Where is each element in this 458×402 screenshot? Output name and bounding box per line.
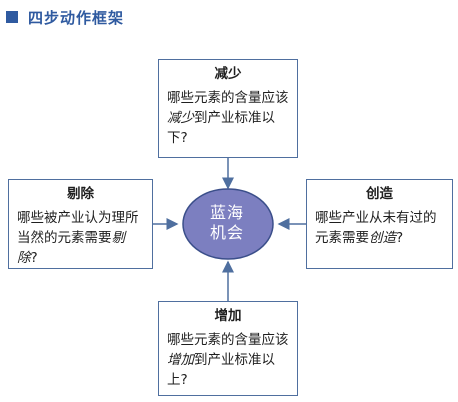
create-title: 创造	[366, 186, 393, 202]
section-header: 四步动作框架	[6, 6, 124, 28]
blue-ocean-ellipse	[182, 188, 274, 260]
center-label-line1: 蓝海	[209, 203, 244, 222]
center-label-line2: 机会	[209, 223, 244, 242]
eliminate-question: 哪些被产业认为理所当然的元素需要剔除?	[17, 208, 144, 268]
raise-title: 增加	[214, 308, 242, 324]
create-question: 哪些产业从未有过的元素需要创造?	[315, 208, 444, 248]
reduce-title: 减少	[214, 66, 242, 82]
reduce-question: 哪些元素的含量应该减少到产业标准以下?	[167, 88, 289, 148]
reduce-emphasis: 减少	[167, 110, 194, 126]
eliminate-box: 剔除 哪些被产业认为理所当然的元素需要剔除?	[8, 179, 153, 269]
raise-text-after: 到产业标准以上?	[167, 352, 275, 388]
reduce-box: 减少 哪些元素的含量应该减少到产业标准以下?	[158, 59, 298, 158]
raise-emphasis: 增加	[167, 352, 194, 368]
eliminate-text-before: 哪些被产业认为理所当然的元素需要	[17, 210, 139, 246]
create-text-before: 哪些产业从未有过的元素需要	[315, 210, 437, 246]
raise-question: 哪些元素的含量应该增加到产业标准以上?	[167, 330, 289, 390]
center-label: 蓝海 机会	[183, 194, 271, 252]
eliminate-title: 剔除	[67, 186, 94, 202]
reduce-text-after: 到产业标准以下?	[167, 110, 275, 146]
create-box: 创造 哪些产业从未有过的元素需要创造?	[306, 179, 453, 269]
create-emphasis: 创造	[369, 230, 396, 246]
reduce-text-before: 哪些元素的含量应该	[167, 90, 289, 106]
eliminate-text-after: ?	[30, 250, 38, 266]
create-text-after: ?	[396, 230, 404, 246]
raise-text-before: 哪些元素的含量应该	[167, 332, 289, 348]
raise-box: 增加 哪些元素的含量应该增加到产业标准以上?	[158, 301, 298, 396]
bullet-square-icon	[6, 11, 18, 23]
eliminate-emphasis: 剔除	[17, 230, 125, 266]
section-title: 四步动作框架	[28, 8, 125, 27]
